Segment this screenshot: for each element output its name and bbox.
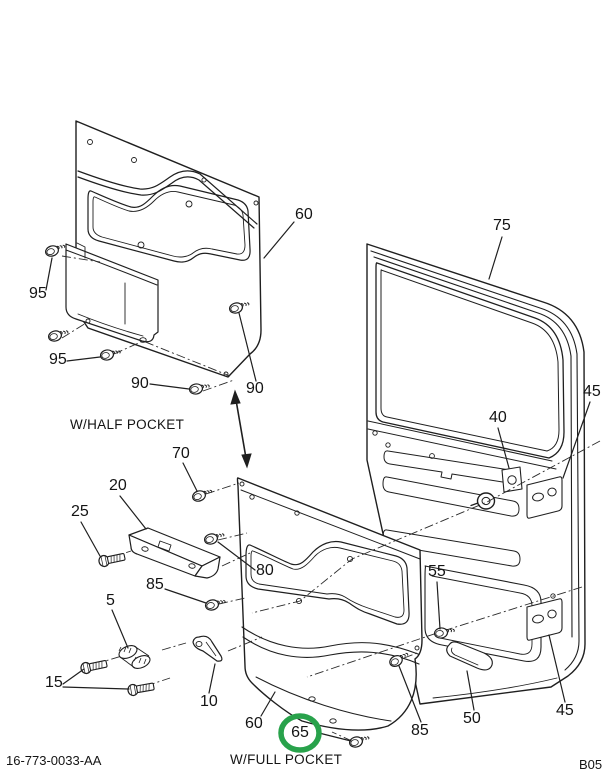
callout-95-lower[interactable]: 95 [49, 351, 67, 368]
highlight-circle-65 [278, 713, 322, 753]
interchange-arrow [230, 389, 252, 469]
callout-5[interactable]: 5 [106, 592, 115, 609]
callout-60-half[interactable]: 60 [295, 206, 313, 223]
callout-85-right[interactable]: 85 [411, 722, 429, 739]
callout-10[interactable]: 10 [200, 693, 218, 710]
callout-25[interactable]: 25 [71, 503, 89, 520]
caption-half-pocket: W/HALF POCKET [70, 417, 185, 432]
callout-45-upper[interactable]: 45 [583, 383, 601, 400]
callout-70[interactable]: 70 [172, 445, 190, 462]
door-handle-spindle [470, 492, 496, 510]
half-pocket [65, 242, 159, 343]
doc-number: 16-773-0033-AA [6, 753, 102, 768]
handle-base [118, 645, 151, 669]
callout-80[interactable]: 80 [256, 562, 274, 579]
callout-60-full[interactable]: 60 [245, 715, 263, 732]
pull-cup [446, 641, 493, 671]
callout-75[interactable]: 75 [493, 217, 511, 234]
callout-85-left[interactable]: 85 [146, 576, 164, 593]
lock-plate [501, 466, 523, 493]
callout-20[interactable]: 20 [109, 477, 127, 494]
callout-45-lower[interactable]: 45 [556, 702, 574, 719]
callout-55[interactable]: 55 [428, 563, 446, 580]
callout-90-left[interactable]: 90 [131, 375, 149, 392]
caption-full-pocket: W/FULL POCKET [230, 752, 343, 767]
leader-lines [45, 221, 591, 742]
callout-95-upper[interactable]: 95 [29, 285, 47, 302]
window-crank [192, 635, 223, 662]
callout-15[interactable]: 15 [45, 674, 63, 691]
page-code: B05 [579, 757, 603, 772]
callout-40[interactable]: 40 [489, 409, 507, 426]
callout-90-right[interactable]: 90 [246, 380, 264, 397]
half-pocket-panel [65, 120, 262, 378]
striker-bracket-upper [526, 476, 563, 519]
callout-50[interactable]: 50 [463, 710, 481, 727]
callout-65-highlighted[interactable]: 65 [291, 724, 309, 741]
armrest [128, 527, 221, 579]
striker-bracket-lower [526, 598, 563, 641]
